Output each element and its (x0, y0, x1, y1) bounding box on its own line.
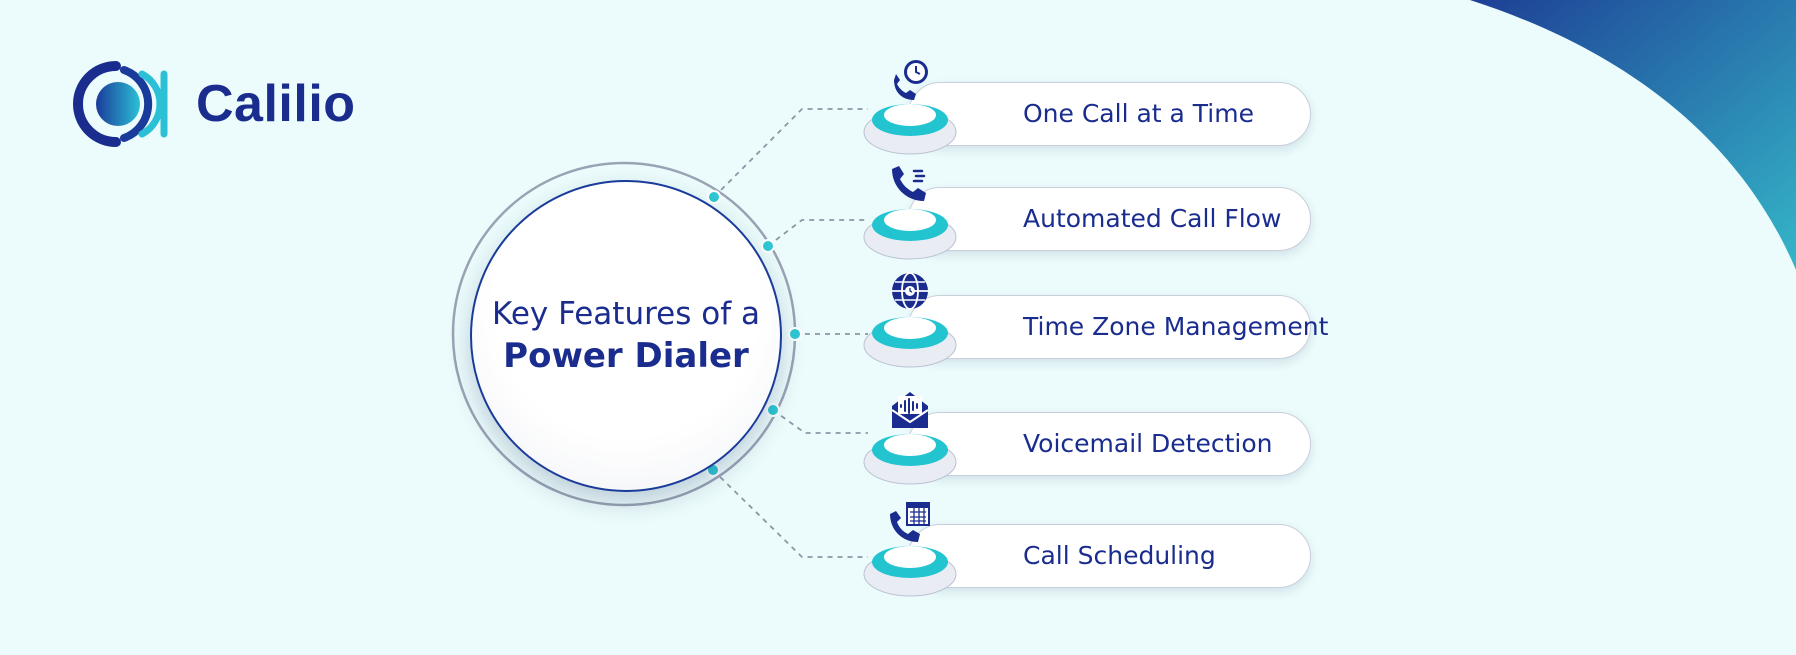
feature-pedestal (863, 546, 957, 597)
feature-label: Voicemail Detection (1023, 429, 1273, 458)
corner-arc-decoration (1470, 0, 1796, 270)
center-title-line2: Power Dialer (503, 336, 749, 376)
feature-pill: Voicemail Detection (908, 412, 1311, 476)
connector-dot-3 (788, 327, 802, 341)
connector-dot-2 (761, 239, 775, 253)
voicemail-envelope-icon (891, 392, 929, 428)
feature-label: Time Zone Management (1023, 312, 1329, 341)
logo: Calilio (56, 56, 356, 152)
feature-pill: Call Scheduling (908, 524, 1311, 588)
connector-lines (706, 108, 868, 558)
feature-row-call-scheduling: Call Scheduling (858, 502, 1312, 597)
feature-pedestal (863, 434, 957, 485)
brand-name: Calilio (196, 75, 356, 133)
phone-clock-icon (894, 60, 928, 100)
center-title-line1: Key Features of a (492, 296, 760, 332)
feature-pedestal (863, 104, 957, 155)
phone-calendar-icon (890, 502, 930, 542)
connector-line-5 (712, 469, 868, 558)
feature-label: One Call at a Time (1023, 99, 1254, 128)
connector-line-4 (772, 409, 868, 434)
phone-flow-icon (892, 166, 926, 201)
feature-row-one-call: One Call at a Time (858, 60, 1312, 155)
feature-pedestal (863, 317, 957, 368)
globe-icon (892, 272, 928, 310)
feature-pedestal (863, 209, 957, 260)
sound-wave-c-icon (73, 61, 168, 147)
feature-row-time-zone: Time Zone Management (858, 272, 1328, 368)
feature-label: Automated Call Flow (1023, 204, 1282, 233)
connector-dot-4 (766, 403, 780, 417)
connector-line-1 (713, 108, 868, 198)
feature-row-voicemail: Voicemail Detection (858, 392, 1312, 485)
feature-pill: Time Zone Management (908, 295, 1328, 359)
feature-pill: Automated Call Flow (908, 187, 1311, 251)
feature-pill: One Call at a Time (908, 82, 1311, 146)
connector-line-2 (767, 219, 868, 247)
connector-dot-1 (707, 190, 721, 204)
feature-row-automated-call-flow: Automated Call Flow (858, 166, 1312, 260)
center-title-circle: Key Features of a Power Dialer (470, 180, 782, 492)
feature-label: Call Scheduling (1023, 541, 1216, 570)
